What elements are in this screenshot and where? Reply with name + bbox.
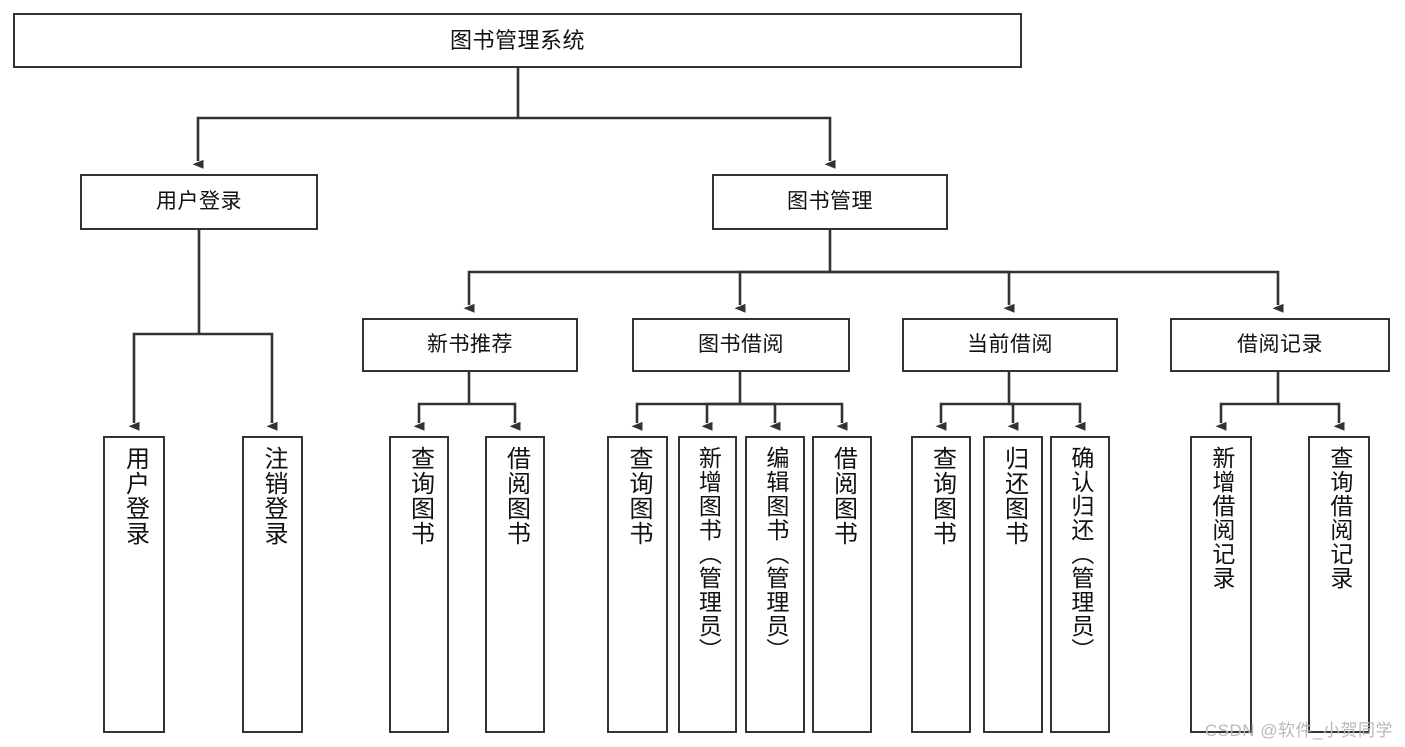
node-borrow-record-label: 借阅记录 (1237, 332, 1323, 356)
node-leaf-query-book-3-label: 查询图书 (928, 446, 956, 546)
node-user-login-label: 用户登录 (156, 189, 242, 213)
edge-current-borrow-to-leaf-confirm-return (1009, 402, 1086, 431)
node-leaf-query-book-3[interactable]: 查询图书 (911, 436, 971, 733)
node-leaf-borrow-book-2[interactable]: 借阅图书 (812, 436, 872, 733)
node-leaf-query-record[interactable]: 查询借阅记录 (1308, 436, 1370, 733)
node-leaf-user-login-label: 用户登录 (121, 446, 149, 546)
node-user-login[interactable]: 用户登录 (80, 174, 318, 230)
node-leaf-user-login[interactable]: 用户登录 (103, 436, 165, 733)
node-current-borrow[interactable]: 当前借阅 (902, 318, 1118, 372)
node-leaf-return-book[interactable]: 归还图书 (983, 436, 1043, 733)
edge-book-borrow-to-leaf-borrow-book-2 (740, 402, 848, 431)
edge-book-borrow-to-leaf-query-book-2 (631, 402, 740, 431)
node-book-manage-label: 图书管理 (787, 189, 873, 213)
node-book-borrow[interactable]: 图书借阅 (632, 318, 850, 372)
edge-book-manage-to-book-borrow (734, 270, 830, 313)
edge-new-book-recommend-to-leaf-query-book-1 (413, 402, 469, 431)
node-leaf-query-record-label: 查询借阅记录 (1326, 446, 1353, 590)
edge-current-borrow-to-leaf-return-book (1007, 402, 1019, 431)
node-leaf-confirm-return[interactable]: 确认归还（管理员） (1050, 436, 1110, 733)
node-leaf-edit-book[interactable]: 编辑图书（管理员） (745, 436, 805, 733)
edge-new-book-recommend-to-leaf-borrow-book-1 (469, 402, 521, 431)
edge-book-borrow-to-leaf-add-book (701, 402, 740, 431)
node-new-book-recommend[interactable]: 新书推荐 (362, 318, 578, 372)
node-root[interactable]: 图书管理系统 (13, 13, 1022, 68)
edge-current-borrow-to-leaf-query-book-3 (935, 402, 1009, 431)
node-book-borrow-label: 图书借阅 (698, 332, 784, 356)
node-leaf-query-book-2-label: 查询图书 (624, 446, 652, 546)
node-leaf-logout[interactable]: 注销登录 (242, 436, 303, 733)
edge-user-login-to-leaf-user-login (128, 332, 199, 431)
node-new-book-recommend-label: 新书推荐 (427, 332, 513, 356)
edge-book-manage-to-borrow-record (830, 270, 1284, 313)
node-borrow-record[interactable]: 借阅记录 (1170, 318, 1390, 372)
edge-borrow-record-to-leaf-add-record (1215, 402, 1278, 431)
node-leaf-borrow-book-2-label: 借阅图书 (829, 446, 857, 546)
edge-book-manage-to-new-book-recommend (463, 270, 830, 313)
node-leaf-edit-book-label: 编辑图书（管理员） (762, 446, 789, 662)
node-leaf-add-book-label: 新增图书（管理员） (695, 446, 722, 662)
node-leaf-confirm-return-label: 确认归还（管理员） (1067, 446, 1094, 662)
node-leaf-return-book-label: 归还图书 (1000, 446, 1028, 546)
node-current-borrow-label: 当前借阅 (967, 332, 1053, 356)
node-root-label: 图书管理系统 (449, 27, 585, 53)
node-leaf-add-record-label: 新增借阅记录 (1208, 446, 1235, 590)
node-leaf-logout-label: 注销登录 (259, 446, 287, 546)
edge-borrow-record-to-leaf-query-record (1278, 402, 1345, 431)
node-book-manage[interactable]: 图书管理 (712, 174, 948, 230)
edge-book-borrow-to-leaf-edit-book (740, 402, 781, 431)
node-leaf-query-book-1-label: 查询图书 (406, 446, 434, 546)
node-leaf-query-book-1[interactable]: 查询图书 (389, 436, 449, 733)
node-leaf-borrow-book-1-label: 借阅图书 (502, 446, 530, 546)
edge-user-login-to-leaf-logout (199, 332, 278, 431)
node-leaf-query-book-2[interactable]: 查询图书 (607, 436, 668, 733)
edge-book-manage-to-current-borrow (830, 270, 1015, 313)
edge-root-to-user-login (192, 116, 518, 169)
edge-root-to-book-manage (518, 116, 836, 169)
node-leaf-borrow-book-1[interactable]: 借阅图书 (485, 436, 545, 733)
node-leaf-add-record[interactable]: 新增借阅记录 (1190, 436, 1252, 733)
node-leaf-add-book[interactable]: 新增图书（管理员） (678, 436, 737, 733)
